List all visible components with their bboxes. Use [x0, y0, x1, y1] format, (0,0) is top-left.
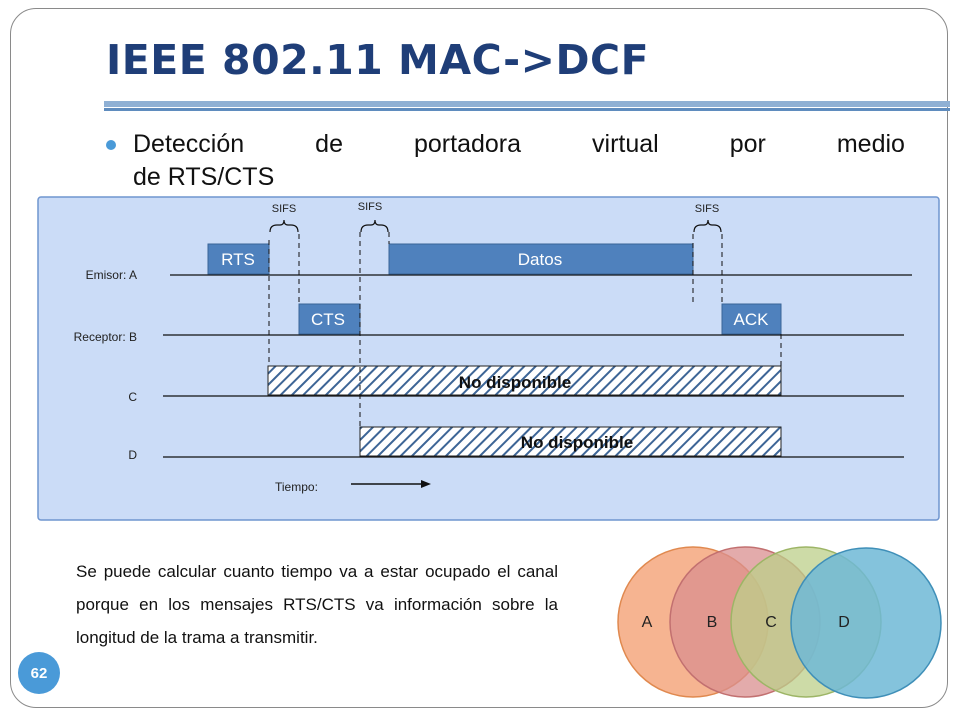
sifs-label-1: SIFS: [272, 203, 296, 215]
bullet-point: Detección de portadora virtual por medio…: [133, 128, 905, 194]
venn-label-c: C: [765, 614, 777, 631]
bullet-line-1: Detección de portadora virtual por medio: [133, 128, 905, 161]
bullet-icon: [106, 140, 116, 150]
nav-label-d: No disponible: [521, 433, 633, 452]
rts-frame: [207, 243, 270, 275]
venn-diagram: A B C D: [617, 546, 942, 699]
venn-label-d: D: [838, 614, 850, 631]
nav-label-c: No disponible: [459, 373, 571, 392]
title-underline-dark: [104, 108, 950, 111]
bullet-line-2: de RTS/CTS: [133, 163, 275, 191]
row-label-emisor: Emisor: A: [86, 268, 137, 282]
sifs-brace-3: [693, 219, 722, 233]
bullet-word: medio: [836, 130, 905, 158]
slide-frame: [10, 8, 948, 708]
page-number-badge: 62: [18, 652, 60, 694]
rts-cts-timing-diagram: Emisor: A Receptor: B C D No disponible …: [37, 196, 940, 521]
datos-frame: [388, 243, 694, 275]
bullet-word: por: [729, 130, 766, 158]
row-label-c: C: [128, 390, 137, 404]
time-arrow-head-icon: [421, 480, 431, 488]
nav-bar-c: [267, 365, 782, 396]
sifs-brace-1: [269, 219, 299, 233]
time-label: Tiempo:: [275, 480, 318, 494]
bullet-word: de: [315, 130, 343, 158]
sifs-brace-2: [360, 219, 389, 233]
ack-frame-label: ACK: [734, 310, 770, 329]
title-underline: [104, 101, 950, 107]
row-label-d: D: [128, 448, 137, 462]
bullet-word: Detección: [133, 130, 245, 158]
sifs-label-2: SIFS: [358, 201, 382, 213]
bullet-word: portadora: [413, 130, 522, 158]
cts-frame-label: CTS: [311, 310, 345, 329]
venn-label-a: A: [642, 614, 653, 631]
nav-bar-d: [359, 426, 782, 457]
row-label-receptor: Receptor: B: [74, 330, 137, 344]
venn-label-b: B: [707, 614, 718, 631]
rts-frame-label: RTS: [221, 250, 255, 269]
cts-frame: [298, 303, 361, 335]
caption-text: Se puede calcular cuanto tiempo va a est…: [76, 562, 558, 647]
ack-frame: [721, 303, 782, 335]
datos-frame-label: Datos: [518, 250, 562, 269]
slide-title: IEEE 802.11 MAC->DCF: [106, 36, 650, 84]
bullet-word: virtual: [592, 130, 659, 158]
sifs-label-3: SIFS: [695, 203, 719, 215]
venn-circle-d: [790, 547, 942, 699]
